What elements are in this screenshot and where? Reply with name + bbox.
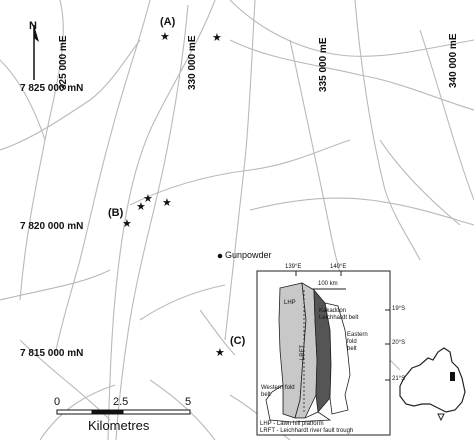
fault-line	[54, 0, 151, 356]
fault-line	[115, 4, 189, 440]
fault-line	[19, 0, 64, 301]
town-dot	[217, 253, 223, 259]
australia-map-icon	[399, 347, 466, 422]
inset-lat-label: 20°S	[392, 340, 406, 346]
easting-label: 325 000 mE	[58, 35, 69, 91]
fault-line	[0, 39, 141, 151]
site-markers: ★ ★ ★ ★ ★ ★ ★	[122, 30, 225, 359]
inset-legend-line: LRFT - Leichhardt river fault trough	[260, 428, 354, 434]
northing-label: 7 820 000 mN	[20, 221, 84, 232]
lhp-label: LHP	[284, 300, 296, 306]
inset-scale-label: 100 km	[318, 281, 338, 287]
star-marker: ★	[143, 192, 153, 205]
scale-unit-label: Kilometres	[88, 418, 150, 433]
inset-lat-label: 21°S	[392, 376, 406, 382]
fault-line	[249, 197, 474, 226]
fault-line	[229, 39, 474, 111]
fault-line	[199, 309, 236, 356]
inset-lat-label: 19°S	[392, 306, 406, 312]
fault-line	[354, 0, 421, 261]
scale-tick-label: 0	[54, 396, 61, 408]
fault-line	[139, 284, 226, 321]
star-marker: ★	[162, 196, 172, 209]
inset-lon-label: 140°E	[330, 264, 347, 270]
fault-line	[419, 29, 474, 201]
scale-tick-label: 2.5	[113, 396, 129, 408]
western-label: Western fold	[261, 385, 295, 391]
fault-line	[39, 384, 116, 440]
star-marker: ★	[215, 346, 225, 359]
western-label: belt	[261, 392, 271, 398]
star-marker: ★	[212, 31, 222, 44]
western-fold-belt	[265, 384, 332, 423]
star-marker: ★	[122, 217, 132, 230]
easting-label: 340 000 mE	[448, 33, 459, 89]
inset-lon-label: 139°E	[285, 264, 302, 270]
inset-map	[256, 270, 391, 436]
inset-legend-line: LHP - Lawn hill platform	[260, 421, 324, 427]
town-label: Gunpowder	[225, 250, 272, 260]
north-arrow-icon	[33, 25, 39, 80]
site-label-b: (B)	[108, 207, 124, 219]
fault-line	[229, 0, 474, 57]
star-marker: ★	[160, 30, 170, 43]
scale-tick-label: 5	[185, 396, 192, 408]
easting-label: 335 000 mE	[318, 37, 329, 93]
eastern-fold-belt	[324, 302, 351, 415]
fault-line	[129, 139, 351, 206]
fault-line	[224, 0, 256, 341]
locator-box	[450, 372, 455, 381]
star-marker: ★	[136, 200, 146, 213]
scale-bar-graphic	[56, 409, 191, 415]
fault-line	[107, 0, 216, 440]
fault-line	[379, 139, 461, 226]
northing-label: 7 825 000 mN	[20, 83, 84, 94]
lrft-label: LRFT	[300, 345, 306, 360]
north-label: N	[29, 20, 37, 32]
kakadoon-label: Kakadoon	[319, 308, 347, 314]
site-label-a: (A)	[160, 16, 176, 28]
fault-line	[0, 59, 46, 141]
eastern-label: fold	[347, 339, 357, 345]
eastern-label: belt	[347, 346, 357, 352]
fault-line	[0, 269, 111, 301]
eastern-label: Eastern	[347, 332, 368, 338]
leichhardt-label: Leichhardt belt	[319, 315, 359, 321]
easting-label: 330 000 mE	[187, 35, 198, 91]
site-label-c: (C)	[230, 335, 246, 347]
northing-label: 7 815 000 mN	[20, 348, 84, 359]
